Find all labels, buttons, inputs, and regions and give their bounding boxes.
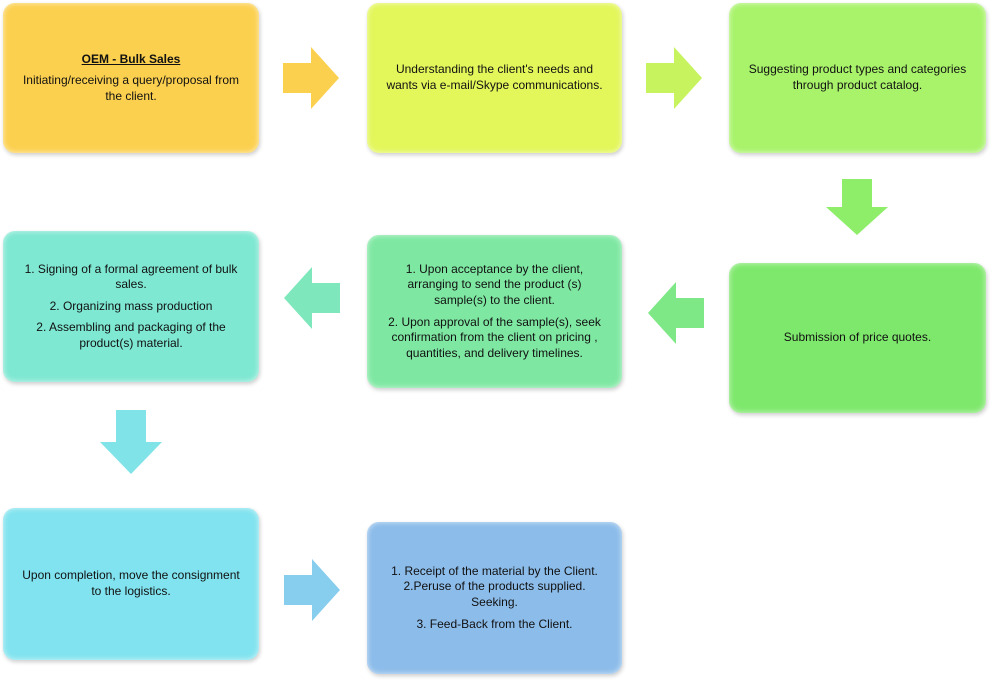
arrow-right-icon [283, 47, 339, 109]
step-1-title: OEM - Bulk Sales [81, 51, 181, 66]
step-2-text: Understanding the client's needs and wan… [386, 62, 603, 92]
arrow-down-icon [100, 410, 162, 474]
step-4-text: Submission of price quotes. [783, 330, 932, 345]
step-7-box: Upon completion, move the consignment to… [3, 508, 259, 660]
step-6-text-2: 2. Organizing mass production [49, 298, 213, 313]
step-6-text-1: 1. Signing of a formal agreement of bulk… [24, 261, 238, 292]
arrow-down-icon [826, 179, 888, 235]
step-6-box: 1. Signing of a formal agreement of bulk… [3, 231, 259, 382]
step-5-text-2: 2. Upon approval of the sample(s), seek … [388, 314, 601, 360]
step-8-box: 1. Receipt of the material by the Client… [367, 522, 622, 674]
arrow-left-icon [284, 267, 340, 329]
arrow-right-icon [284, 559, 340, 621]
step-3-box: Suggesting product types and categories … [729, 3, 986, 153]
step-7-text: Upon completion, move the consignment to… [22, 568, 240, 598]
step-1-box: OEM - Bulk Sales Initiating/receiving a … [3, 3, 259, 153]
step-1-text: Initiating/receiving a query/proposal fr… [22, 73, 240, 103]
step-5-box: 1. Upon acceptance by the client, arrang… [367, 235, 622, 388]
step-5-text-1: 1. Upon acceptance by the client, arrang… [405, 261, 584, 307]
step-2-box: Understanding the client's needs and wan… [367, 3, 622, 153]
step-3-text: Suggesting product types and categories … [748, 62, 967, 92]
step-4-box: Submission of price quotes. [729, 263, 986, 413]
arrow-left-icon [648, 282, 704, 344]
step-6-text-3: 2. Assembling and packaging of the produ… [36, 320, 226, 350]
step-8-text-1: 1. Receipt of the material by the Client… [391, 563, 598, 609]
step-8-text-2: 3. Feed-Back from the Client. [416, 616, 573, 631]
arrow-right-icon [646, 47, 702, 109]
